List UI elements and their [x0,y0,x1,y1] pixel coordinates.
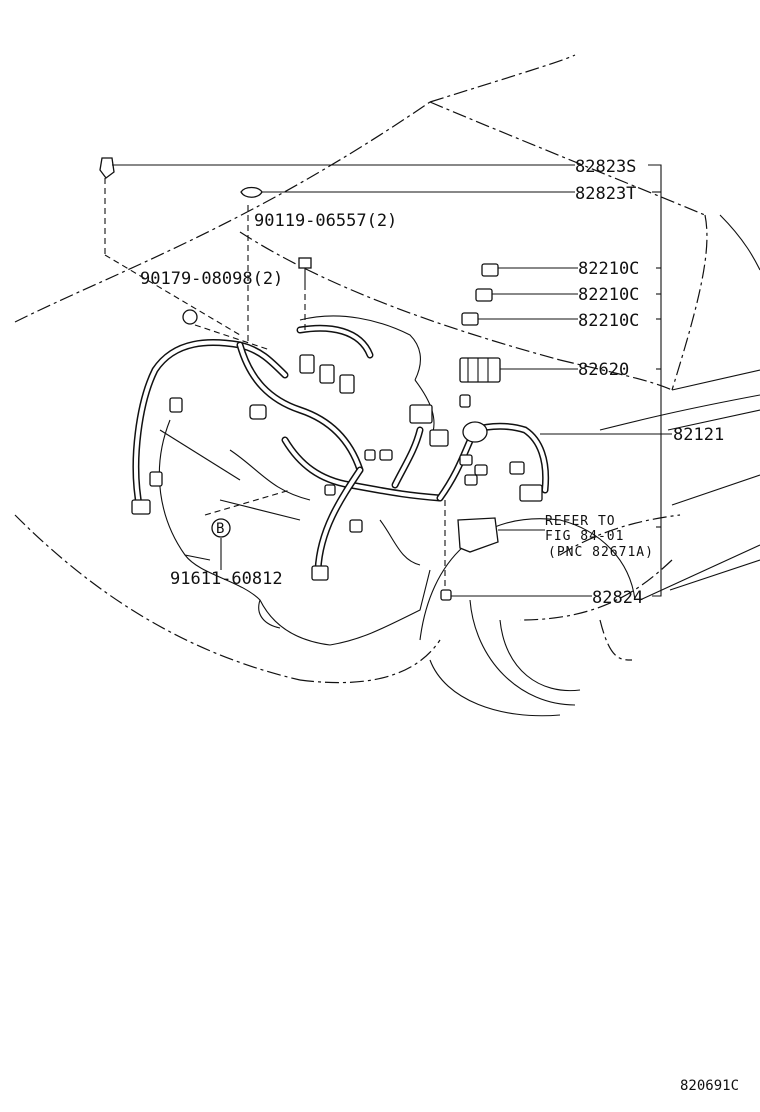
label-82121: 82121 [673,425,724,445]
label-82823t: 82823T [575,184,636,204]
relay-82210c [461,263,499,326]
junction-block-82620 [459,357,501,383]
figure-code: 820691C [680,1078,739,1094]
clip-82823s [99,157,115,179]
clip-82824 [440,589,452,601]
leader-lines [112,164,672,597]
locator-lines [104,178,446,590]
label-91611-60812: 91611-60812 [170,569,283,589]
vehicle-body-outline [14,54,708,684]
harness-connectors [131,354,543,581]
refer-line-3: (PNC 82671A) [548,545,654,560]
label-90179-08098: 90179-08098(2) [140,269,283,289]
label-82823s: 82823S [575,157,636,177]
clip-82823t [240,186,263,198]
clamp-90179 [182,309,198,325]
refer-line-2: FIG 84-01 [545,529,624,544]
marker-b: B [211,518,231,538]
marker-b-letter: B [216,521,224,537]
label-82210c-1: 82210C [578,259,639,279]
label-82210c-3: 82210C [578,311,639,331]
label-82210c-2: 82210C [578,285,639,305]
callout-bracket [648,164,662,597]
label-82824: 82824 [592,588,643,608]
ecu-cover [457,517,499,553]
label-90119-06557: 90119-06557(2) [254,211,397,231]
engine-block [158,315,435,646]
refer-line-1: REFER TO [545,514,616,529]
bolt-90119 [298,257,312,284]
label-82620: 82620 [578,360,629,380]
